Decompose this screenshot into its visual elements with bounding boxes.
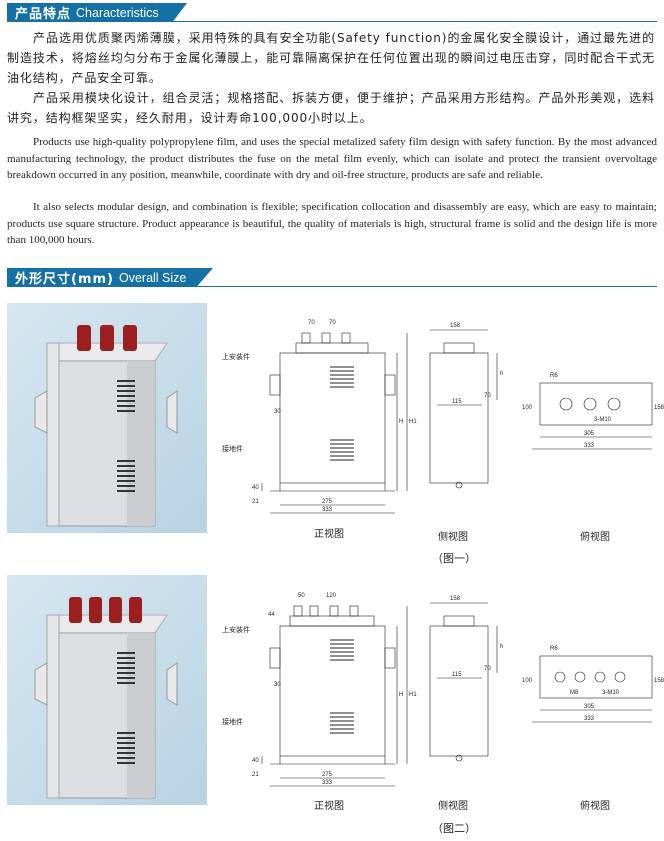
- dim-w333: 333: [322, 780, 333, 786]
- dim-pitch2: 120: [326, 593, 337, 599]
- dim-h44: 44: [268, 612, 275, 618]
- section-title-zh: 产品特点: [15, 7, 72, 22]
- caption-side-view: 侧视图: [438, 532, 468, 543]
- divider: [7, 286, 657, 287]
- capacitor-image: [34, 597, 178, 799]
- side-w: 158: [450, 596, 461, 602]
- caption-front-view: 正视图: [314, 801, 344, 812]
- side-h70: 70: [484, 666, 491, 672]
- side-w115: 115: [452, 672, 462, 678]
- paragraph-en-1: Products use high-quality polypropylene …: [7, 136, 657, 181]
- side-w115: 115: [452, 399, 462, 405]
- top-158: 158: [654, 405, 664, 411]
- dim-h40: 40: [252, 758, 259, 764]
- dim-w30: 30: [274, 682, 281, 688]
- side-h: h: [500, 644, 503, 650]
- dim-pitch1: 70: [308, 320, 315, 326]
- dim-w30: 30: [274, 409, 281, 415]
- dim-pitch1: 50: [298, 593, 305, 599]
- dim-w275: 275: [322, 499, 333, 505]
- label-top-mount: 上安装件: [222, 625, 250, 634]
- top-158: 158: [654, 678, 664, 684]
- dim-h40: 40: [252, 485, 259, 491]
- top-333: 333: [584, 716, 595, 722]
- section-header-overall-size: 外形尺寸(mm) Overall Size: [7, 268, 213, 287]
- top-m10: 3-M10: [594, 417, 612, 423]
- label-top-mount: 上安装件: [222, 352, 250, 361]
- product-photo-1: [7, 303, 207, 533]
- side-w: 158: [450, 323, 461, 329]
- section-title-zh: 外形尺寸(mm): [15, 272, 114, 287]
- caption-figure-1: （图一）: [432, 552, 476, 565]
- section-title-en: Characteristics: [76, 5, 159, 20]
- dim-H1: H1: [409, 692, 417, 698]
- caption-side-view: 侧视图: [438, 801, 468, 812]
- top-100: 100: [522, 678, 533, 684]
- top-m10: 3-M10: [602, 690, 620, 696]
- dim-H: H: [399, 419, 403, 425]
- capacitor-image: [34, 325, 178, 527]
- dimension-drawing-1: 70 70 上安装件 接地件 30 275 333 40 21 H H1 158…: [222, 320, 664, 514]
- top-333: 333: [584, 443, 595, 449]
- product-photo-2: [7, 575, 207, 805]
- caption-figure-2: （图二）: [432, 822, 476, 835]
- dim-H1: H1: [409, 419, 417, 425]
- top-r: R6: [550, 373, 558, 379]
- section-header-characteristics: 产品特点 Characteristics: [7, 3, 187, 22]
- top-100: 100: [522, 405, 533, 411]
- dim-pitch2: 70: [329, 320, 336, 326]
- dim-w275: 275: [322, 772, 333, 778]
- top-305: 305: [584, 704, 595, 710]
- caption-front-view: 正视图: [314, 529, 344, 540]
- top-r: R6: [550, 646, 558, 652]
- top-305: 305: [584, 431, 595, 437]
- section-title-en: Overall Size: [118, 270, 187, 285]
- label-ground: 接地件: [222, 444, 243, 453]
- dim-w333: 333: [322, 507, 333, 513]
- dim-h21: 21: [252, 772, 259, 778]
- dimension-drawing-2: 50 120 44 上安装件 接地件 30 275 333 40 21 H H1…: [222, 593, 664, 787]
- divider: [7, 21, 657, 22]
- caption-top-view: 俯视图: [580, 801, 610, 812]
- side-h: h: [500, 371, 503, 377]
- dim-h21: 21: [252, 499, 259, 505]
- caption-top-view: 俯视图: [580, 532, 610, 543]
- label-ground: 接地件: [222, 717, 243, 726]
- paragraph-zh-2: 产品采用模块化设计，组合灵活；规格搭配、拆装方便，便于维护；产品采用方形结构。产…: [7, 91, 655, 125]
- side-h70: 70: [484, 393, 491, 399]
- top-m8: M8: [570, 690, 579, 696]
- paragraph-en-2: It also selects modular design, and comb…: [7, 201, 657, 246]
- dim-H: H: [399, 692, 403, 698]
- paragraph-zh-1: 产品选用优质聚丙烯薄膜，采用特殊的具有安全功能(Safety function)…: [7, 31, 655, 85]
